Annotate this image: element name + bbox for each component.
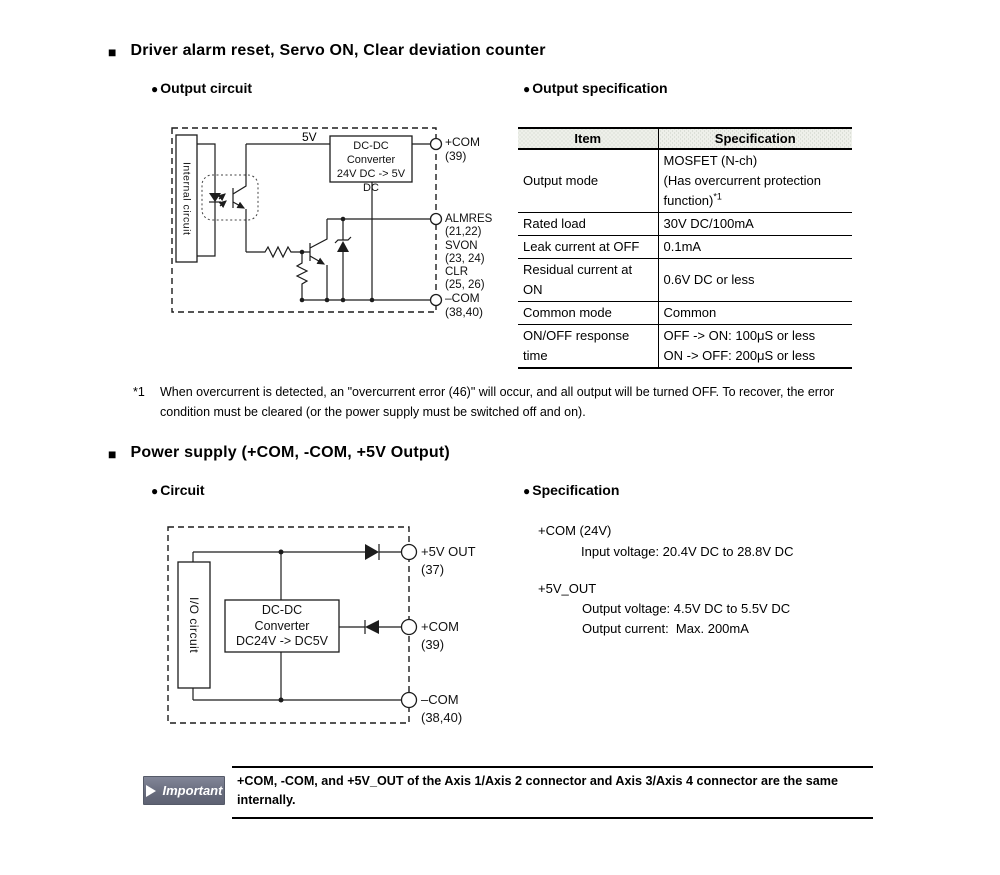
terminal-5vout-label: +5V OUT (37) xyxy=(421,544,476,577)
important-badge: Important xyxy=(143,776,225,805)
square-bullet-icon: ■ xyxy=(108,44,117,60)
circle-bullet-icon: ● xyxy=(151,484,159,498)
table-header-row: Item Specification xyxy=(518,127,852,150)
spec-cell: 0.1mA xyxy=(658,235,852,259)
io-circuit-label: I/O circuit xyxy=(187,596,201,654)
terminal-circle xyxy=(400,618,418,636)
terminal-pcom-label: +COM (39) xyxy=(421,619,459,652)
table-row: ON/OFF response time OFF -> ON: 100μS or… xyxy=(518,324,852,369)
output-circuit-schematic xyxy=(171,127,443,313)
footnote: *1 When overcurrent is detected, an "ove… xyxy=(133,382,874,422)
terminal-circle xyxy=(400,691,418,709)
terminal-mcom-label: –COM (38,40) xyxy=(421,692,463,725)
circuit-heading: ● Circuit xyxy=(151,482,205,498)
table-row: Rated load 30V DC/100mA xyxy=(518,212,852,236)
section2-title: Power supply (+COM, -COM, +5V Output) xyxy=(130,444,450,461)
zener-diode-symbol xyxy=(337,241,349,252)
item-cell: Leak current at OFF xyxy=(518,235,659,259)
dcdc-converter-box xyxy=(329,135,413,183)
pcom-input-voltage: Input voltage: 20.4V DC to 28.8V DC xyxy=(581,544,794,559)
terminal-circle xyxy=(429,137,443,151)
terminal-outputs-label: ALMRES (21,22) SVON (23, 24) CLR (25, 26… xyxy=(445,213,493,292)
diode-symbol xyxy=(365,544,379,560)
spec-cell: OFF -> ON: 100μS or less ON -> OFF: 200μ… xyxy=(658,324,852,369)
important-text: +COM, -COM, and +5V_OUT of the Axis 1/Ax… xyxy=(232,766,873,819)
item-cell: Rated load xyxy=(518,212,659,236)
internal-circuit-label: Internal circuit xyxy=(180,161,193,236)
output-spec-heading: ● Output specification xyxy=(523,80,668,96)
item-cell: ON/OFF response time xyxy=(518,324,659,369)
terminal-circle xyxy=(429,212,443,226)
circle-bullet-icon: ● xyxy=(523,82,531,96)
optocoupler-body xyxy=(201,174,259,221)
table-row: Output mode MOSFET (N-ch) (Has overcurre… xyxy=(518,149,852,213)
item-cell: Residual current at ON xyxy=(518,258,659,302)
item-cell: Output mode xyxy=(518,149,659,213)
diode-symbol xyxy=(365,620,379,634)
square-bullet-icon: ■ xyxy=(108,446,117,462)
pcom-spec-title: +COM (24V) xyxy=(538,523,612,538)
table-row: Residual current at ON 0.6V DC or less xyxy=(518,258,852,302)
spec-cell: Common xyxy=(658,301,852,325)
terminal-pcom-label: +COM (39) xyxy=(445,135,481,163)
5vout-output-current: Output current: Max. 200mA xyxy=(582,621,749,636)
section2-header: ■ Power supply (+COM, -COM, +5V Output) xyxy=(108,444,450,462)
dcdc-converter-text: DC-DC Converter DC24V -> DC5V xyxy=(235,603,329,648)
section1-header: ■ Driver alarm reset, Servo ON, Clear de… xyxy=(108,42,546,60)
table-row: Leak current at OFF 0.1mA xyxy=(518,235,852,259)
5vout-output-voltage: Output voltage: 4.5V DC to 5.5V DC xyxy=(582,601,791,616)
circle-bullet-icon: ● xyxy=(523,484,531,498)
spec-cell: 30V DC/100mA xyxy=(658,212,852,236)
terminal-mcom-label: –COM (38,40) xyxy=(445,291,484,319)
dcdc-converter-box xyxy=(224,599,340,653)
5vout-spec-title: +5V_OUT xyxy=(538,581,597,596)
spec-cell: MOSFET (N-ch) (Has overcurrent protectio… xyxy=(658,149,852,213)
col-header-spec: Specification xyxy=(658,127,852,150)
play-arrow-icon xyxy=(145,784,156,797)
section1-title: Driver alarm reset, Servo ON, Clear devi… xyxy=(130,42,546,59)
item-cell: Common mode xyxy=(518,301,659,325)
specification-heading: ● Specification xyxy=(523,482,620,498)
circle-bullet-icon: ● xyxy=(151,82,159,96)
circuit-boundary xyxy=(167,526,410,724)
table-row: Common mode Common xyxy=(518,301,852,325)
io-circuit-box xyxy=(177,561,211,689)
dcdc-converter-text: DC-DC Converter 24V DC -> 5V DC xyxy=(336,140,406,194)
rail-5v-label: 5V xyxy=(302,130,317,144)
col-header-item: Item xyxy=(518,127,659,150)
output-circuit-heading: ● Output circuit xyxy=(151,80,253,96)
terminal-circle xyxy=(400,543,418,561)
footnote-marker: *1 xyxy=(133,385,145,399)
terminal-circle xyxy=(429,293,443,307)
led-symbol xyxy=(209,193,221,202)
power-supply-schematic xyxy=(167,526,418,724)
spec-cell: 0.6V DC or less xyxy=(658,258,852,302)
output-spec-table: Item Specification Output mode MOSFET (N… xyxy=(518,127,852,369)
footnote-text: When overcurrent is detected, an "overcu… xyxy=(160,385,835,419)
footnote-ref: *1 xyxy=(713,191,722,202)
important-badge-label: Important xyxy=(162,783,223,798)
